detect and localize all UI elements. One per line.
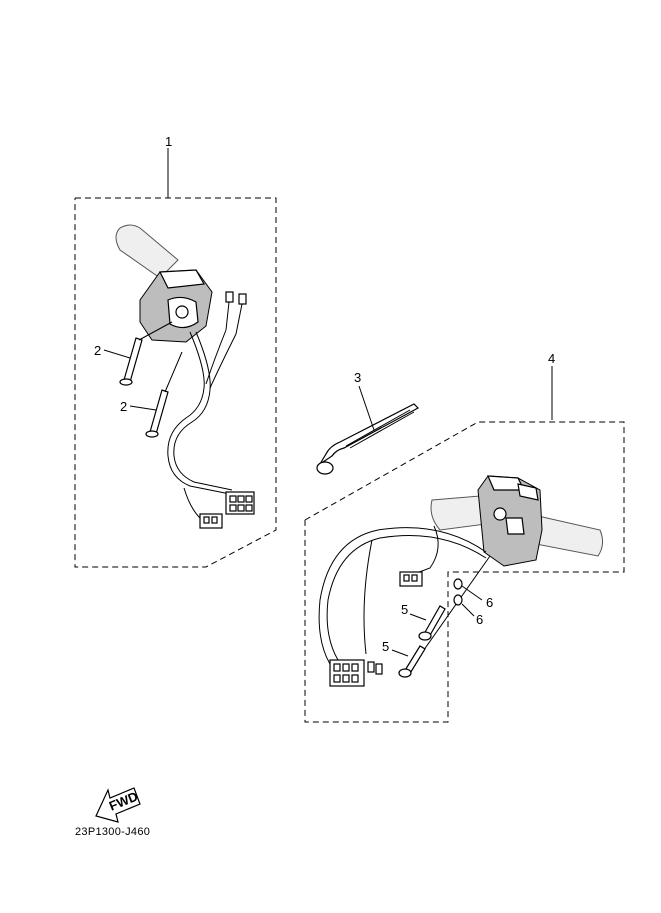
leader-5-upper — [409, 613, 427, 621]
switch-housing-left — [139, 269, 213, 343]
callout-6-lower: 6 — [476, 612, 483, 627]
washer-6-lower — [453, 594, 463, 606]
washer-6-upper — [453, 578, 463, 590]
leader-2-lower — [129, 405, 157, 411]
handlebar-grip-left — [115, 224, 179, 279]
callout-5-lower: 5 — [382, 639, 389, 654]
wire-harness-right — [318, 525, 487, 665]
callout-4: 4 — [548, 351, 555, 366]
leader-6-lower — [461, 603, 475, 617]
harness-connector-small — [199, 513, 223, 529]
callout-1: 1 — [165, 134, 172, 149]
switch-housing-right — [477, 475, 543, 567]
part-3-cable-tie: 3 — [316, 370, 419, 475]
screw-5-upper — [418, 605, 446, 641]
assembly-1-group: 1 — [74, 134, 277, 568]
leader-3 — [358, 385, 375, 431]
harness-connector-6pin — [225, 491, 255, 515]
connector-right-small — [399, 571, 423, 587]
leader-6-upper — [461, 585, 483, 601]
screw-2-upper — [119, 321, 173, 386]
assembly-4-boundary — [304, 421, 625, 723]
screw-2-lower — [145, 351, 183, 438]
leader-2-upper — [103, 349, 131, 359]
callout-5-upper: 5 — [401, 602, 408, 617]
wire-harness-left — [167, 329, 237, 519]
assembly-4-group: 4 — [304, 351, 625, 723]
wire-connectors-top — [225, 291, 247, 335]
callout-2-upper: 2 — [94, 343, 101, 358]
handlebar-right — [430, 495, 604, 557]
connector-right-multi — [329, 659, 383, 687]
fwd-arrow-icon: FWD — [95, 787, 141, 823]
leader-5-lower — [391, 649, 409, 657]
callout-2-lower: 2 — [120, 399, 127, 414]
screw-5-lower — [398, 645, 426, 678]
callout-3: 3 — [354, 370, 361, 385]
diagram-code: 23P1300-J460 — [75, 826, 151, 838]
callout-6-upper: 6 — [486, 595, 493, 610]
screw-axis-line — [413, 555, 491, 665]
assembly-1-boundary — [74, 197, 277, 568]
